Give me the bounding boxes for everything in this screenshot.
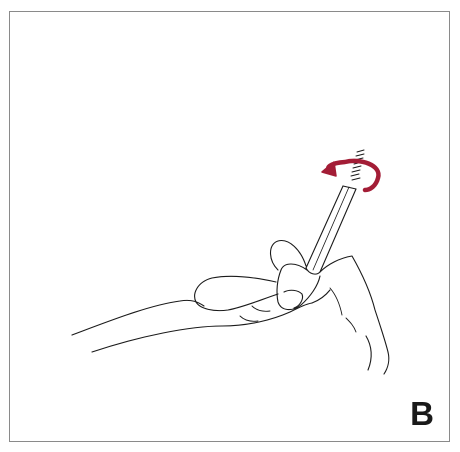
middle-finger (195, 276, 278, 310)
tool-shaft (306, 186, 356, 274)
palm-and-wrist (72, 256, 389, 374)
index-finger (271, 241, 307, 270)
panel-label: B (402, 394, 442, 434)
spring-coil (351, 150, 364, 180)
rotation-arrow-icon (322, 161, 378, 190)
